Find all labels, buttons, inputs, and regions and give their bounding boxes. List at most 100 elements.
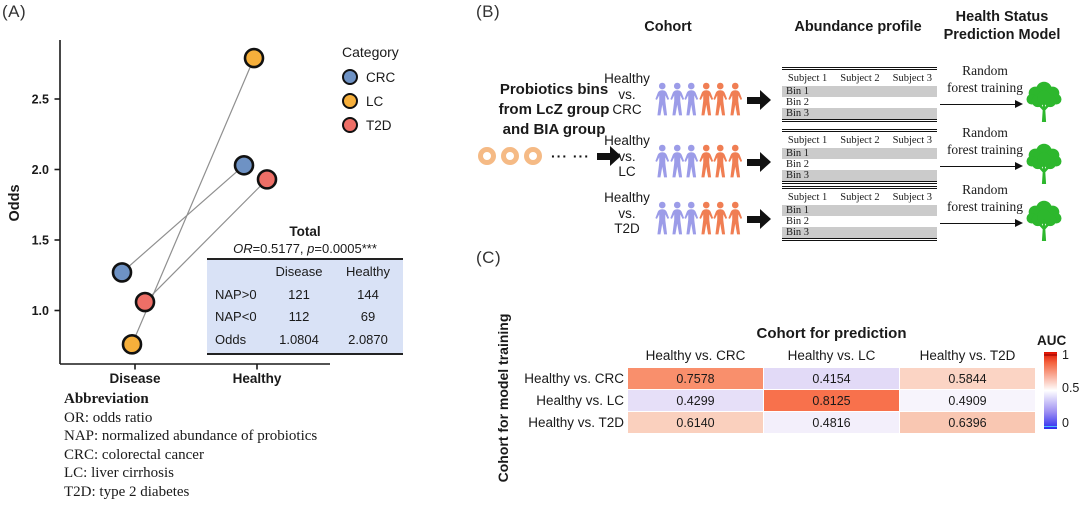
- auc-colorbar: [1044, 352, 1057, 429]
- abundance-table: Subject 1 Subject 2 Subject 3 Bin 1 Bin …: [782, 67, 937, 122]
- bin-row: Bin 1: [782, 86, 937, 97]
- probiotic-bins-row: ··· ···: [478, 146, 622, 166]
- random-forest-label: Random forest training: [946, 182, 1024, 214]
- legend-item-label: CRC: [366, 69, 396, 85]
- person-icon: [655, 82, 670, 116]
- legend-item-t2d: T2D: [342, 117, 399, 133]
- bin-row: Bin 3: [782, 170, 937, 181]
- or-value: =0.5177,: [252, 241, 308, 256]
- column-header-model: Health Status Prediction Model: [943, 9, 1061, 43]
- colorbar-tick-label: 0.5: [1062, 381, 1080, 395]
- bin-row: Bin 1: [782, 148, 937, 159]
- random-forest-label: Random forest training: [946, 125, 1024, 157]
- annotation-title: Total: [289, 224, 321, 239]
- data-point-CRC-Disease: [111, 262, 133, 283]
- legend-title: Category: [342, 44, 399, 60]
- heatmap-cell: 0.6140: [628, 412, 763, 433]
- crc-swatch-icon: [342, 69, 358, 85]
- abbreviation-line: T2D: type 2 diabetes: [64, 483, 190, 500]
- bin-ring-icon: [501, 147, 519, 165]
- column-header-abundance: Abundance profile: [794, 19, 922, 35]
- svg-text:1.5: 1.5: [32, 234, 49, 248]
- person-icon: [713, 144, 728, 178]
- person-icon: [728, 82, 743, 116]
- connector-line: [121, 164, 245, 273]
- arrow-to-model-icon: [940, 100, 1023, 109]
- data-point-T2D-Healthy: [256, 169, 278, 190]
- cohort-label: Healthy vs. T2D: [604, 190, 650, 236]
- abbreviation-line: CRC: colorectal cancer: [64, 446, 204, 463]
- col-label: Healthy vs. LC: [787, 348, 876, 363]
- table-header-row: Disease Healthy: [207, 261, 403, 284]
- panel-b-label: (B): [476, 2, 501, 21]
- svg-text:Healthy: Healthy: [233, 371, 282, 386]
- heatmap-cell: 0.6396: [900, 412, 1035, 433]
- legend-item-label: T2D: [366, 117, 392, 133]
- person-icon: [699, 201, 714, 235]
- workflow-row-t2d: Healthy vs. T2D Subject 1 Subject 2 Subj…: [595, 174, 1080, 241]
- p-label: p: [307, 241, 315, 256]
- colorbar-tick-high: [1044, 354, 1057, 356]
- arrow-to-model-icon: [940, 219, 1023, 228]
- legend: Category CRC LC T2D: [342, 44, 399, 141]
- person-icon: [713, 201, 728, 235]
- annotation-stats: OR=0.5177, p=0.0005***: [210, 241, 400, 256]
- svg-text:2.0: 2.0: [32, 163, 49, 177]
- right-arrow-icon: [747, 90, 772, 110]
- person-icon: [670, 201, 685, 235]
- abbreviation-line: OR: odds ratio: [64, 409, 153, 426]
- subject-header: Subject 1 Subject 2 Subject 3: [787, 135, 932, 146]
- bin-row: Bin 2: [786, 159, 810, 170]
- tree-icon: [1023, 199, 1065, 241]
- lc-swatch-icon: [342, 93, 358, 109]
- svg-text:2.5: 2.5: [32, 93, 49, 107]
- subject-header: Subject 1 Subject 2 Subject 3: [787, 73, 932, 84]
- abbreviation-block: Abbreviation OR: odds ratio NAP: normali…: [64, 390, 317, 501]
- legend-item-crc: CRC: [342, 69, 399, 85]
- bin-row: Bin 1: [782, 205, 937, 216]
- svg-text:Disease: Disease: [109, 371, 161, 386]
- row-label: Healthy vs. T2D: [528, 415, 624, 430]
- t2d-swatch-icon: [342, 117, 358, 133]
- colorbar-tick-low: [1044, 425, 1057, 427]
- bin-row: Bin 2: [786, 97, 810, 108]
- person-icon: [670, 82, 685, 116]
- bin-ring-icon: [478, 147, 496, 165]
- data-point-CRC-Healthy: [233, 154, 255, 176]
- legend-item-label: LC: [366, 93, 384, 109]
- row-label: Healthy vs. CRC: [524, 371, 624, 386]
- col-header-disease: Disease: [275, 264, 323, 279]
- person-icon: [684, 144, 699, 178]
- abundance-table: Subject 1 Subject 2 Subject 3 Bin 1 Bin …: [782, 129, 937, 184]
- data-point-LC-Healthy: [243, 47, 265, 69]
- or-label: OR: [233, 241, 253, 256]
- data-point-T2D-Disease: [134, 291, 156, 313]
- cohort-people: [655, 201, 742, 235]
- random-forest-label: Random forest training: [946, 63, 1024, 95]
- svg-text:Odds: Odds: [7, 184, 23, 221]
- contingency-table: Disease Healthy NAP>0 121 144 NAP<0 112 …: [207, 258, 403, 355]
- heatmap-cell: 0.4299: [628, 390, 763, 411]
- tree-icon: [1023, 80, 1065, 122]
- colorbar-tick-label: 1: [1062, 348, 1069, 362]
- person-icon: [684, 201, 699, 235]
- stats-annotation: Total OR=0.5177, p=0.0005***: [210, 224, 400, 256]
- heatmap-cell: 0.4154: [764, 368, 899, 389]
- colorbar-tick-label: 0: [1062, 416, 1069, 430]
- arrow-to-model-icon: [940, 162, 1023, 171]
- probiotics-source-label: Probiotics bins from LcZ group and BIA g…: [498, 81, 610, 138]
- heatmap-cell: 0.4816: [764, 412, 899, 433]
- subject-header: Subject 1 Subject 2 Subject 3: [787, 192, 932, 203]
- right-arrow-icon: [747, 152, 772, 172]
- bin-row: Bin 3: [782, 227, 937, 238]
- connector-line: [144, 178, 268, 303]
- svg-text:1.0: 1.0: [32, 304, 49, 318]
- col-header-healthy: Healthy: [345, 264, 391, 279]
- table-row: Odds 1.0804 2.0870: [215, 331, 388, 347]
- workflow-row-crc: Healthy vs. CRC Subject 1 Subject 2 Subj…: [595, 55, 1080, 122]
- person-icon: [655, 201, 670, 235]
- heatmap-row-labels: Healthy vs. CRC Healthy vs. LC Healthy v…: [466, 368, 624, 433]
- heatmap-cell: 0.8125: [764, 390, 899, 411]
